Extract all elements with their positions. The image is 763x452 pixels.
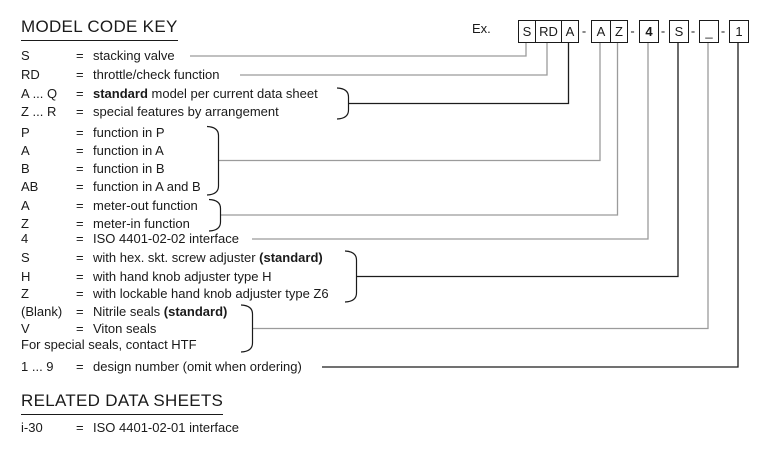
equals-sign: = <box>76 143 84 158</box>
group-bracket <box>240 304 254 353</box>
code-description: ISO 4401-02-01 interface <box>93 420 239 435</box>
code-description: with hex. skt. screw adjuster (standard) <box>93 250 323 265</box>
code-symbol: 1 ... 9 <box>21 359 54 374</box>
code-symbol: AB <box>21 179 39 194</box>
code-description: ISO 4401-02-02 interface <box>93 231 239 246</box>
code-box: _ <box>705 24 713 39</box>
code-description: function in P <box>93 125 165 140</box>
equals-sign: = <box>76 321 84 336</box>
group-bracket <box>206 125 220 196</box>
code-box: 1 <box>735 24 743 39</box>
equals-sign: = <box>76 250 84 265</box>
code-symbol: B <box>21 161 30 176</box>
code-symbol: A <box>21 143 30 158</box>
code-description: Nitrile seals (standard) <box>93 304 228 319</box>
connector-line <box>322 43 739 368</box>
equals-sign: = <box>76 420 84 435</box>
code-description: throttle/check function <box>93 67 220 82</box>
code-description: function in B <box>93 161 165 176</box>
code-symbol: A <box>21 198 30 213</box>
code-symbol: V <box>21 321 30 336</box>
equals-sign: = <box>76 179 84 194</box>
connector-line <box>252 43 649 240</box>
code-symbol: A ... Q <box>21 86 58 101</box>
code-separator: - <box>660 23 666 39</box>
equals-sign: = <box>76 161 84 176</box>
code-symbol: Z ... R <box>21 104 57 119</box>
code-box: RD <box>535 21 561 42</box>
related-data-sheets-title: RELATED DATA SHEETS <box>21 391 224 415</box>
code-description: with lockable hand knob adjuster type Z6 <box>93 286 329 301</box>
connector-line <box>356 43 679 278</box>
equals-sign: = <box>76 86 84 101</box>
code-symbol: i-30 <box>21 420 43 435</box>
code-symbol: P <box>21 125 30 140</box>
equals-sign: = <box>76 125 84 140</box>
code-description: meter-in function <box>93 216 190 231</box>
code-box-group: S <box>669 20 689 43</box>
code-description: function in A <box>93 143 164 158</box>
code-separator: - <box>630 23 635 39</box>
code-separator: - <box>690 23 696 39</box>
code-box: S <box>522 24 532 39</box>
code-symbol: Z <box>21 216 29 231</box>
code-box: S <box>674 24 684 39</box>
group-bracket <box>208 198 222 232</box>
connector-line <box>348 43 570 105</box>
code-description: special features by arrangement <box>93 104 279 119</box>
equals-sign: = <box>76 231 84 246</box>
code-symbol: (Blank) <box>21 304 63 319</box>
code-symbol: S <box>21 48 30 63</box>
code-box-group: _ <box>699 20 719 43</box>
equals-sign: = <box>76 269 84 284</box>
code-description: design number (omit when ordering) <box>93 359 302 374</box>
equals-sign: = <box>76 304 84 319</box>
equals-sign: = <box>76 359 84 374</box>
example-label: Ex. <box>472 21 491 36</box>
code-symbol: S <box>21 250 30 265</box>
code-description: standard model per current data sheet <box>93 86 318 101</box>
equals-sign: = <box>76 104 84 119</box>
code-box: Z <box>610 21 627 42</box>
equals-sign: = <box>76 67 84 82</box>
equals-sign: = <box>76 286 84 301</box>
page-title: MODEL CODE KEY <box>21 17 178 41</box>
code-box: A <box>561 21 578 42</box>
code-description: stacking valve <box>93 48 175 63</box>
group-bracket <box>336 87 350 120</box>
code-description: For special seals, contact HTF <box>21 337 197 352</box>
equals-sign: = <box>76 216 84 231</box>
code-separator: - <box>720 23 726 39</box>
code-description: meter-out function <box>93 198 198 213</box>
equals-sign: = <box>76 198 84 213</box>
connector-line <box>240 43 548 76</box>
code-box: 4 <box>645 24 653 39</box>
group-bracket <box>344 250 358 303</box>
connector-line <box>190 43 527 57</box>
code-box-group: 4 <box>639 20 659 43</box>
code-symbol: Z <box>21 286 29 301</box>
code-symbol: H <box>21 269 31 284</box>
code-description: with hand knob adjuster type H <box>93 269 272 284</box>
code-description: Viton seals <box>93 321 157 336</box>
code-symbol: 4 <box>21 231 29 246</box>
connector-line <box>220 43 619 216</box>
code-box: A <box>596 24 606 39</box>
code-separator: - <box>581 23 587 39</box>
code-description: function in A and B <box>93 179 201 194</box>
code-symbol: RD <box>21 67 40 82</box>
code-box-group: 1 <box>729 20 749 43</box>
equals-sign: = <box>76 48 84 63</box>
